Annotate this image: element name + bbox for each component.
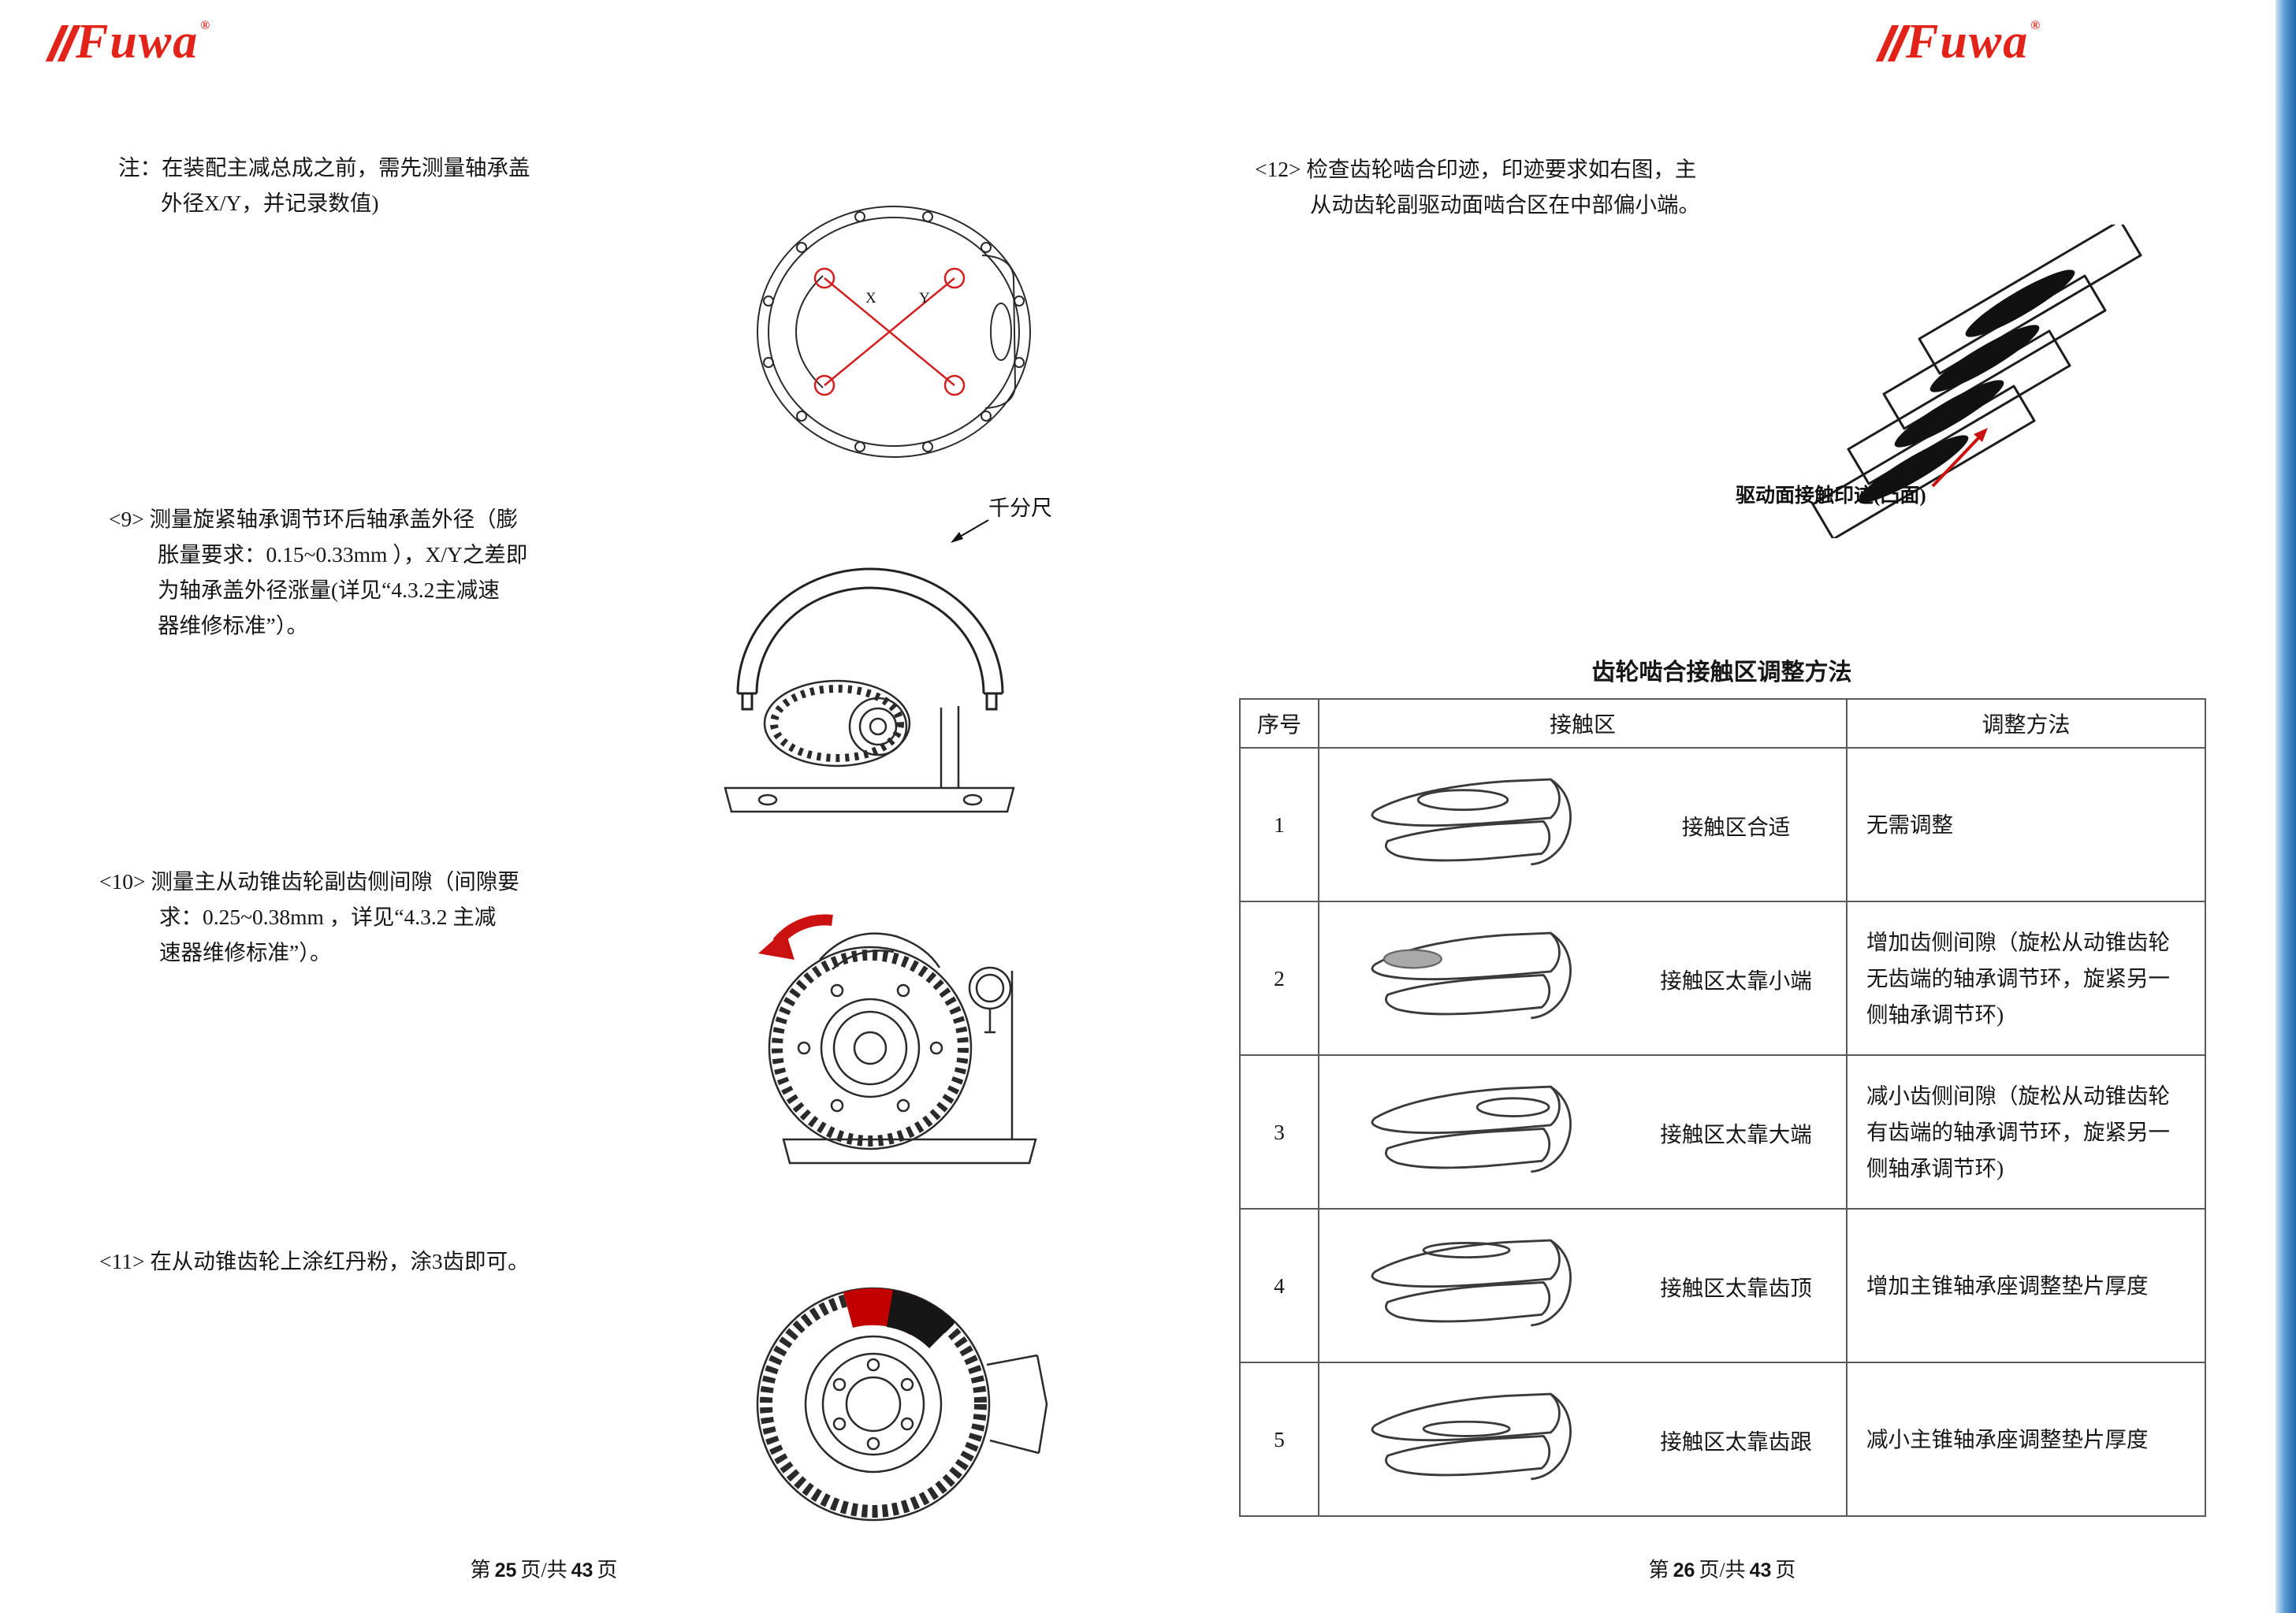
row-pic-cell [1318, 901, 1626, 1056]
page-25: Fuwa ® 注：在装配主减总成之前，需先测量轴承盖 外径X/Y，并记录数值) [45, 15, 1052, 1583]
logo-slashes-icon [1875, 25, 1911, 61]
row-contact: 接触区合适 [1626, 747, 1848, 902]
footer-text: 页 [597, 1559, 618, 1581]
table-row: 4 接触区太靠齿顶 增加主锥轴承座调整垫片厚度 [1239, 1208, 2207, 1363]
contact-patches [1859, 269, 2075, 503]
blue-edge-strip [2276, 0, 2296, 1613]
contact-patch-label: 驱动面接触印迹(凸面) [1736, 484, 1926, 507]
table-row: 1 接触区合适 无需调整 [1239, 747, 2207, 902]
assembly-note: 注：在装配主减总成之前，需先测量轴承盖 外径X/Y，并记录数值) [118, 150, 530, 221]
row-seq: 2 [1239, 901, 1319, 1056]
contact-pattern-diagram: 驱动面接触印迹(凸面) [1736, 225, 2142, 538]
tooth-contact-diagram-tooth-root [1371, 1392, 1572, 1481]
step-line: <12> 检查齿轮啮合印迹，印迹要求如右图，主 [1255, 157, 1697, 181]
row-method: 减小主锥轴承座调整垫片厚度 [1846, 1362, 2207, 1517]
step-line: 胀量要求：0.15~0.33mm ），X/Y之差即 [158, 542, 528, 567]
row-pic-cell [1318, 1362, 1626, 1517]
table-header-row: 序号 接触区 调整方法 [1239, 698, 2207, 749]
row-pic-cell [1318, 1208, 1626, 1363]
footer-text: 第 [470, 1559, 491, 1581]
row-seq: 1 [1239, 747, 1319, 902]
registered-mark: ® [2030, 19, 2041, 32]
y-dimension-label: Y [919, 290, 930, 307]
step-12: <12> 检查齿轮啮合印迹，印迹要求如右图，主 从动齿轮副驱动面啮合区在中部偏小… [1255, 151, 1700, 222]
bearing-cap-xy-diagram: X Y [757, 206, 1031, 458]
logo-wordmark: Fuwa [1906, 15, 2030, 69]
step-10: <10> 测量主从动锥齿轮副齿侧间隙（间隙要 求：0.25~0.38mm ，详见… [99, 864, 519, 970]
red-lead-gear-diagram [756, 1287, 1048, 1522]
logo-wordmark: Fuwa [76, 15, 199, 69]
step-line: 器维修标准”）。 [158, 613, 308, 637]
total-pages: 43 [571, 1559, 594, 1581]
row-contact: 接触区太靠大端 [1626, 1054, 1848, 1210]
micrometer-label: 千分尺 [988, 496, 1052, 520]
row-method: 无需调整 [1846, 747, 2207, 902]
step-9: <9> 测量旋紧轴承调节环后轴承盖外径（膨 胀量要求：0.15~0.33mm ）… [109, 501, 527, 643]
tooth-contact-diagram-small-end [1371, 931, 1572, 1020]
row-contact: 接触区太靠小端 [1626, 901, 1848, 1056]
row-contact: 接触区太靠齿跟 [1626, 1362, 1848, 1517]
tooth-contact-diagram-large-end [1371, 1085, 1572, 1173]
table-row: 3 接触区太靠大端 减小齿侧间隙（旋松从动锥齿轮有齿端的轴承调节环，旋紧另一侧轴… [1239, 1054, 2207, 1210]
micrometer-diagram: 千分尺 [724, 496, 1052, 813]
table-row: 2 接触区太靠小端 增加齿侧间隙（旋松从动锥齿轮无齿端的轴承调节环，旋紧另一侧轴… [1239, 901, 2207, 1056]
tooth-contact-diagram-center [1371, 778, 1572, 866]
pattern-pointer-arrow [1931, 437, 1980, 488]
note-line: 注：在装配主减总成之前，需先测量轴承盖 [118, 155, 530, 180]
backlash-measure-diagram [758, 914, 1037, 1165]
table-row: 5 接触区太靠齿跟 减小主锥轴承座调整垫片厚度 [1239, 1362, 2207, 1517]
step-line: <11> 在从动锥齿轮上涂红丹粉，涂3齿即可。 [99, 1249, 530, 1273]
row-pic-cell [1318, 747, 1626, 902]
step-line: <10> 测量主从动锥齿轮副齿侧间隙（间隙要 [99, 869, 519, 894]
table-title: 齿轮啮合接触区调整方法 [1591, 660, 1852, 686]
step-line: 从动齿轮副驱动面啮合区在中部偏小端。 [1310, 192, 1700, 217]
row-method: 增加主锥轴承座调整垫片厚度 [1846, 1208, 2207, 1363]
step-line: 速器维修标准”）。 [159, 940, 332, 964]
header-seq: 序号 [1239, 698, 1319, 749]
header-adjust-method: 调整方法 [1846, 698, 2207, 749]
total-pages: 43 [1749, 1559, 1772, 1581]
registered-mark: ® [200, 19, 210, 32]
step-line: 为轴承盖外径涨量(详见“4.3.2主减速 [158, 578, 500, 602]
page-number: 25 [494, 1559, 517, 1581]
row-pic-cell [1318, 1054, 1626, 1210]
row-method: 增加齿侧间隙（旋松从动锥齿轮无齿端的轴承调节环，旋紧另一侧轴承调节环) [1846, 901, 2207, 1056]
note-line: 外径X/Y，并记录数值) [161, 191, 379, 215]
step-line: <9> 测量旋紧轴承调节环后轴承盖外径（膨 [109, 507, 519, 531]
fuwa-logo-right: Fuwa ® [1875, 15, 2041, 69]
fuwa-logo-left: Fuwa ® [45, 15, 210, 69]
row-contact: 接触区太靠齿顶 [1626, 1208, 1848, 1363]
step-line: 求：0.25~0.38mm ，详见“4.3.2 主减 [159, 905, 497, 929]
header-contact-zone: 接触区 [1317, 698, 1848, 749]
logo-slashes-icon [45, 25, 81, 61]
row-seq: 5 [1239, 1362, 1319, 1517]
row-seq: 4 [1239, 1208, 1319, 1363]
page-number: 26 [1673, 1559, 1695, 1581]
step-11: <11> 在从动锥齿轮上涂红丹粉，涂3齿即可。 [99, 1243, 530, 1279]
footer-text: 第 [1648, 1559, 1669, 1581]
row-method: 减小齿侧间隙（旋松从动锥齿轮有齿端的轴承调节环，旋紧另一侧轴承调节环) [1846, 1054, 2207, 1210]
footer-text: 页 [1775, 1559, 1796, 1581]
label-arrow [959, 519, 989, 537]
xy-measure-cross [813, 267, 966, 396]
footer-text: 页/共 [1699, 1559, 1746, 1581]
row-seq: 3 [1239, 1054, 1319, 1210]
page-26: Fuwa ® <12> 检查齿轮啮合印迹，印迹要求如右图，主 从动齿轮副驱动面啮… [1148, 0, 2296, 1613]
x-dimension-label: X [865, 290, 876, 307]
tooth-contact-diagram-tooth-top [1371, 1239, 1572, 1327]
footer-text: 页/共 [520, 1559, 567, 1581]
adjustment-table: 序号 接触区 调整方法 1 接触区合适 无需调整 2 [1239, 698, 2207, 1517]
